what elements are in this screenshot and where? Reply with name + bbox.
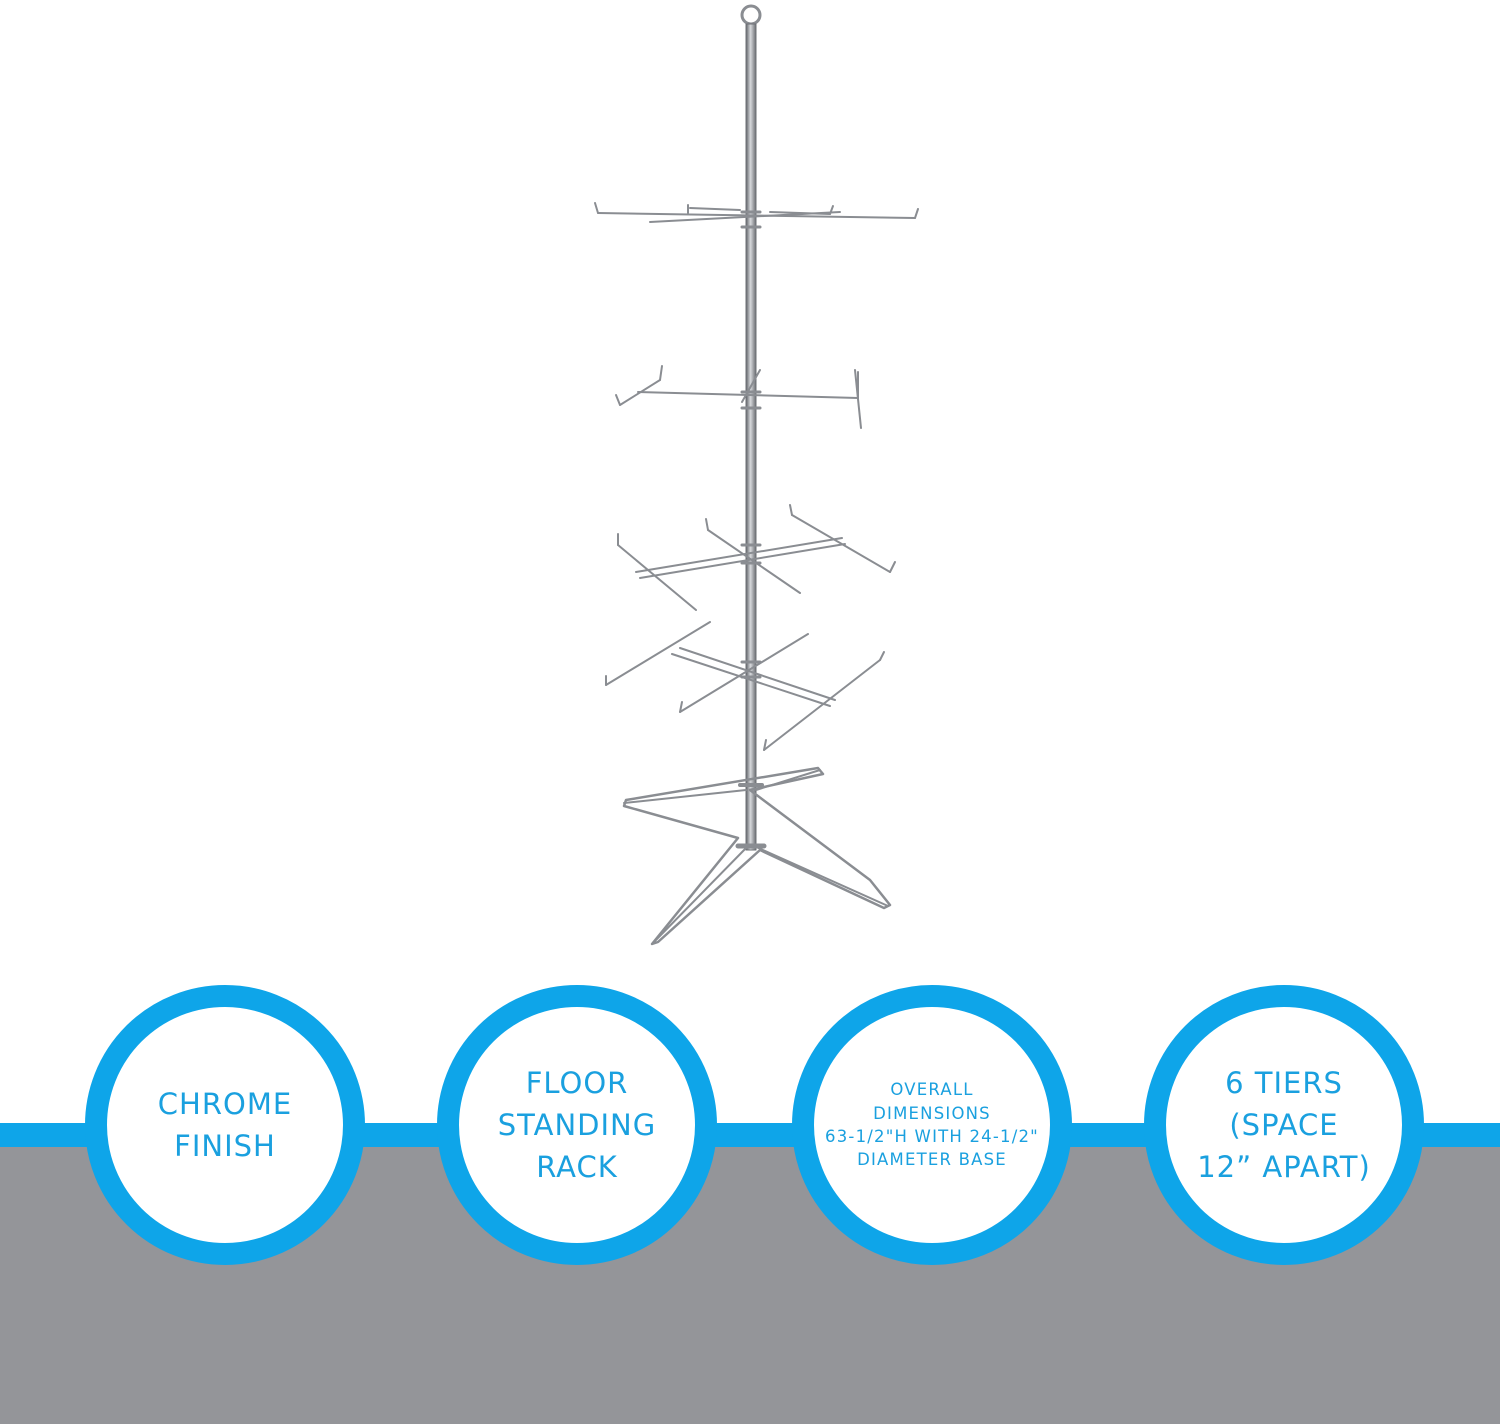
feature-label: FLOOR STANDING RACK <box>497 1065 657 1185</box>
feature-label: 6 TIERS (SPACE 12” APART) <box>1197 1065 1371 1185</box>
feature-circle-floor-standing: FLOOR STANDING RACK <box>437 985 717 1265</box>
chrome-floor-display-rack-image <box>594 4 919 946</box>
feature-label: OVERALL DIMENSIONS 63-1/2"H WITH 24-1/2"… <box>825 1080 1039 1170</box>
feature-label: CHROME FINISH <box>157 1086 293 1163</box>
feature-circle-dimensions: OVERALL DIMENSIONS 63-1/2"H WITH 24-1/2"… <box>792 985 1072 1265</box>
feature-circle-tiers: 6 TIERS (SPACE 12” APART) <box>1144 985 1424 1265</box>
feature-circle-chrome-finish: CHROME FINISH <box>85 985 365 1265</box>
